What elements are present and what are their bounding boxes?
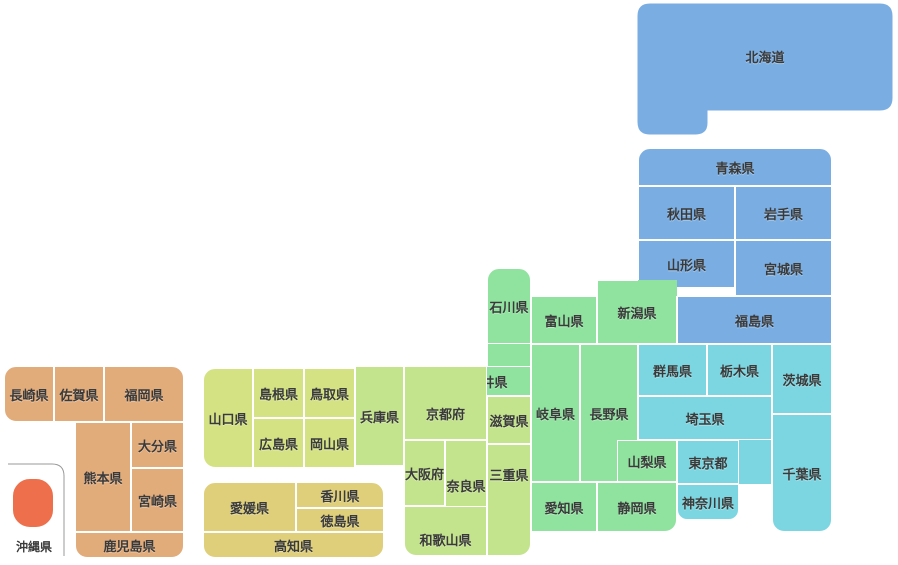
tokyo-right (739, 440, 772, 484)
pref-toyama[interactable]: 富山県 (531, 296, 597, 344)
pref-saitama[interactable]: 埼玉県 (638, 396, 772, 440)
fukui-upper (487, 344, 531, 366)
pref-miyagi[interactable]: 宮城県 (735, 240, 832, 296)
pref-shimane[interactable]: 島根県 (253, 368, 304, 418)
pref-ibaraki[interactable]: 茨城県 (772, 344, 832, 414)
pref-miyazaki[interactable]: 宮崎県 (131, 468, 184, 532)
pref-tokushima[interactable]: 徳島県 (296, 508, 384, 532)
pref-aomori[interactable]: 青森県 (638, 148, 832, 186)
pref-shizuoka[interactable]: 静岡県 (597, 482, 677, 532)
pref-akita[interactable]: 秋田県 (638, 186, 735, 240)
okinawa-label: 沖縄県 (15, 540, 52, 554)
pref-gifu[interactable]: 岐阜県 (531, 344, 580, 482)
pref-gunma[interactable]: 群馬県 (638, 344, 707, 396)
pref-fukuoka[interactable]: 福岡県 (104, 366, 184, 422)
pref-shiga[interactable]: 滋賀県 (487, 396, 531, 444)
pref-tochigi[interactable]: 栃木県 (707, 344, 772, 396)
pref-yamaguchi[interactable]: 山口県 (203, 368, 253, 468)
pref-fukushima[interactable]: 福島県 (677, 296, 832, 344)
pref-kagoshima[interactable]: 鹿児島県 (75, 532, 184, 558)
pref-saga[interactable]: 佐賀県 (54, 366, 104, 422)
pref-niigata[interactable]: 新潟県 (597, 280, 677, 344)
pref-kanagawa[interactable]: 神奈川県 (677, 484, 739, 520)
pref-hiroshima[interactable]: 広島県 (253, 418, 304, 468)
pref-oita[interactable]: 大分県 (131, 422, 184, 468)
pref-okinawa[interactable] (12, 478, 54, 528)
pref-tokyo[interactable]: 東京都 (677, 440, 739, 484)
hokkaido-shape (636, 2, 894, 136)
pref-yamanashi[interactable]: 山梨県 (617, 440, 677, 482)
pref-okayama[interactable]: 岡山県 (304, 418, 355, 468)
pref-wakayama[interactable]: 和歌山県 (404, 506, 487, 556)
pref-hyogo[interactable]: 兵庫県 (355, 366, 404, 466)
pref-nagasaki[interactable]: 長崎県 (4, 366, 54, 422)
pref-mie[interactable]: 三重県 (487, 444, 531, 556)
pref-hokkaido[interactable]: 北海道 (745, 50, 785, 66)
pref-iwate[interactable]: 岩手県 (735, 186, 832, 240)
pref-kumamoto[interactable]: 熊本県 (75, 422, 131, 532)
niigata-top-extension (638, 280, 677, 296)
pref-osaka[interactable]: 大阪府 (404, 440, 445, 506)
pref-tottori[interactable]: 鳥取県 (304, 368, 355, 418)
pref-ishikawa[interactable]: 石川県 (487, 268, 531, 344)
pref-ehime[interactable]: 愛媛県 (203, 482, 296, 532)
pref-kochi[interactable]: 高知県 (203, 532, 384, 558)
pref-kagawa[interactable]: 香川県 (296, 482, 384, 508)
pref-kyoto[interactable]: 京都府 (404, 366, 487, 440)
pref-aichi[interactable]: 愛知県 (531, 482, 597, 532)
pref-chiba[interactable]: 千葉県 (772, 414, 832, 532)
